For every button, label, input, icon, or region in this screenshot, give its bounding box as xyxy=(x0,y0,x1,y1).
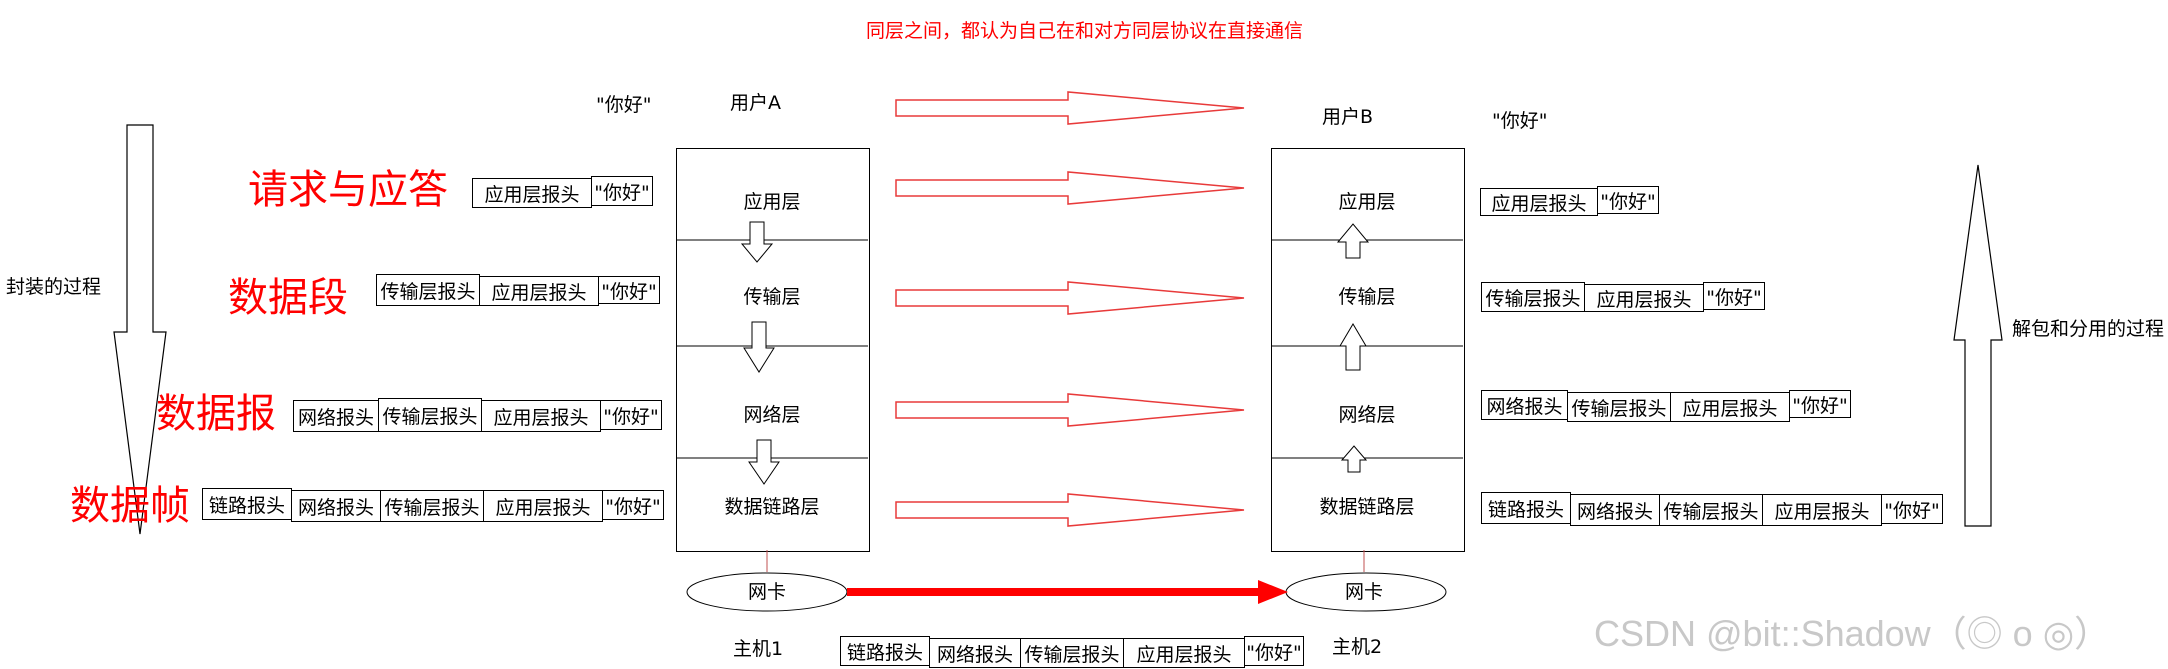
peer-arrow-network xyxy=(895,393,1245,427)
right-trans-row-app-header: 应用层报头 xyxy=(1584,284,1704,312)
left-net-row-trans-header: 传输层报头 xyxy=(378,398,482,432)
peer-arrow-datalink xyxy=(895,493,1245,527)
right-layer-application: 应用层 xyxy=(1338,191,1396,213)
left-link-row-link-header: 链路报头 xyxy=(202,488,292,520)
right-trans-row-payload: "你好" xyxy=(1703,282,1765,310)
right-net-row-payload: "你好" xyxy=(1789,390,1851,418)
left-layer-network: 网络层 xyxy=(743,404,801,426)
watermark: CSDN @bit::Shadow（◎ o ◎） xyxy=(1594,613,2111,654)
right-layer-transport: 传输层 xyxy=(1338,286,1396,308)
left-trans-row-trans-header: 传输层报头 xyxy=(376,274,480,306)
peer-arrow-user xyxy=(895,91,1245,125)
right-layer-datalink: 数据链路层 xyxy=(1319,496,1415,518)
left-app-row-app-header: 应用层报头 xyxy=(472,178,592,208)
peer-arrow-application xyxy=(895,171,1245,205)
peer-arrow-transport xyxy=(895,281,1245,315)
left-link-row-app-header: 应用层报头 xyxy=(483,490,603,522)
left-link-row-net-header: 网络报头 xyxy=(291,490,381,522)
wire-frame-trans-header: 传输层报头 xyxy=(1020,638,1124,668)
unit-title-request-response: 请求与应答 xyxy=(248,167,448,213)
right-link-row-payload: "你好" xyxy=(1881,494,1943,524)
left-layer-datalink: 数据链路层 xyxy=(724,496,820,518)
wire-frame-net-header: 网络报头 xyxy=(929,638,1021,668)
right-net-row-trans-header: 传输层报头 xyxy=(1567,392,1671,422)
right-host-label: 主机2 xyxy=(1332,636,1383,658)
left-net-row-app-header: 应用层报头 xyxy=(481,400,601,432)
wire-frame-link-header: 链路报头 xyxy=(840,636,930,666)
left-user-label: 用户A xyxy=(730,92,781,114)
right-app-row-app-header: 应用层报头 xyxy=(1480,188,1598,216)
left-app-row-payload: "你好" xyxy=(591,176,653,206)
unit-title-segment: 数据段 xyxy=(228,275,348,321)
left-net-row-net-header: 网络报头 xyxy=(293,400,379,432)
right-user-label: 用户B xyxy=(1322,106,1374,128)
encapsulation-arrow xyxy=(113,124,167,535)
left-link-row-trans-header: 传输层报头 xyxy=(380,490,484,522)
right-link-row-net-header: 网络报头 xyxy=(1570,494,1660,526)
right-app-row-payload: "你好" xyxy=(1597,186,1659,214)
left-nic-label: 网卡 xyxy=(748,581,787,603)
encapsulation-label: 封装的过程 xyxy=(6,276,102,298)
diagram-caption: 同层之间，都认为自己在和对方同层协议在直接通信 xyxy=(866,20,1304,42)
decapsulation-arrow xyxy=(1953,164,2003,527)
decapsulation-label: 解包和分用的过程 xyxy=(2012,318,2165,340)
wire-frame-app-header: 应用层报头 xyxy=(1123,638,1245,668)
right-message: "你好" xyxy=(1492,110,1548,132)
right-protocol-stack xyxy=(1271,148,1465,552)
left-link-row-payload: "你好" xyxy=(602,490,664,520)
right-net-row-net-header: 网络报头 xyxy=(1481,390,1568,420)
right-link-row-trans-header: 传输层报头 xyxy=(1659,494,1763,526)
unit-title-frame: 数据帧 xyxy=(70,483,190,529)
wire-frame-payload: "你好" xyxy=(1244,636,1304,666)
left-trans-row-payload: "你好" xyxy=(598,276,660,304)
left-layer-transport: 传输层 xyxy=(743,286,801,308)
right-trans-row-trans-header: 传输层报头 xyxy=(1481,282,1585,312)
right-layer-network: 网络层 xyxy=(1338,404,1396,426)
right-nic-label: 网卡 xyxy=(1345,581,1384,603)
left-trans-row-app-header: 应用层报头 xyxy=(479,276,599,306)
left-layer-application: 应用层 xyxy=(743,191,801,213)
left-net-row-payload: "你好" xyxy=(600,400,662,430)
right-link-row-link-header: 链路报头 xyxy=(1481,492,1571,524)
physical-link-arrowhead xyxy=(1258,580,1288,604)
right-link-row-app-header: 应用层报头 xyxy=(1762,494,1882,526)
right-net-row-app-header: 应用层报头 xyxy=(1670,392,1790,422)
left-message: "你好" xyxy=(596,94,652,116)
left-host-label: 主机1 xyxy=(733,638,784,660)
unit-title-datagram: 数据报 xyxy=(156,391,276,437)
